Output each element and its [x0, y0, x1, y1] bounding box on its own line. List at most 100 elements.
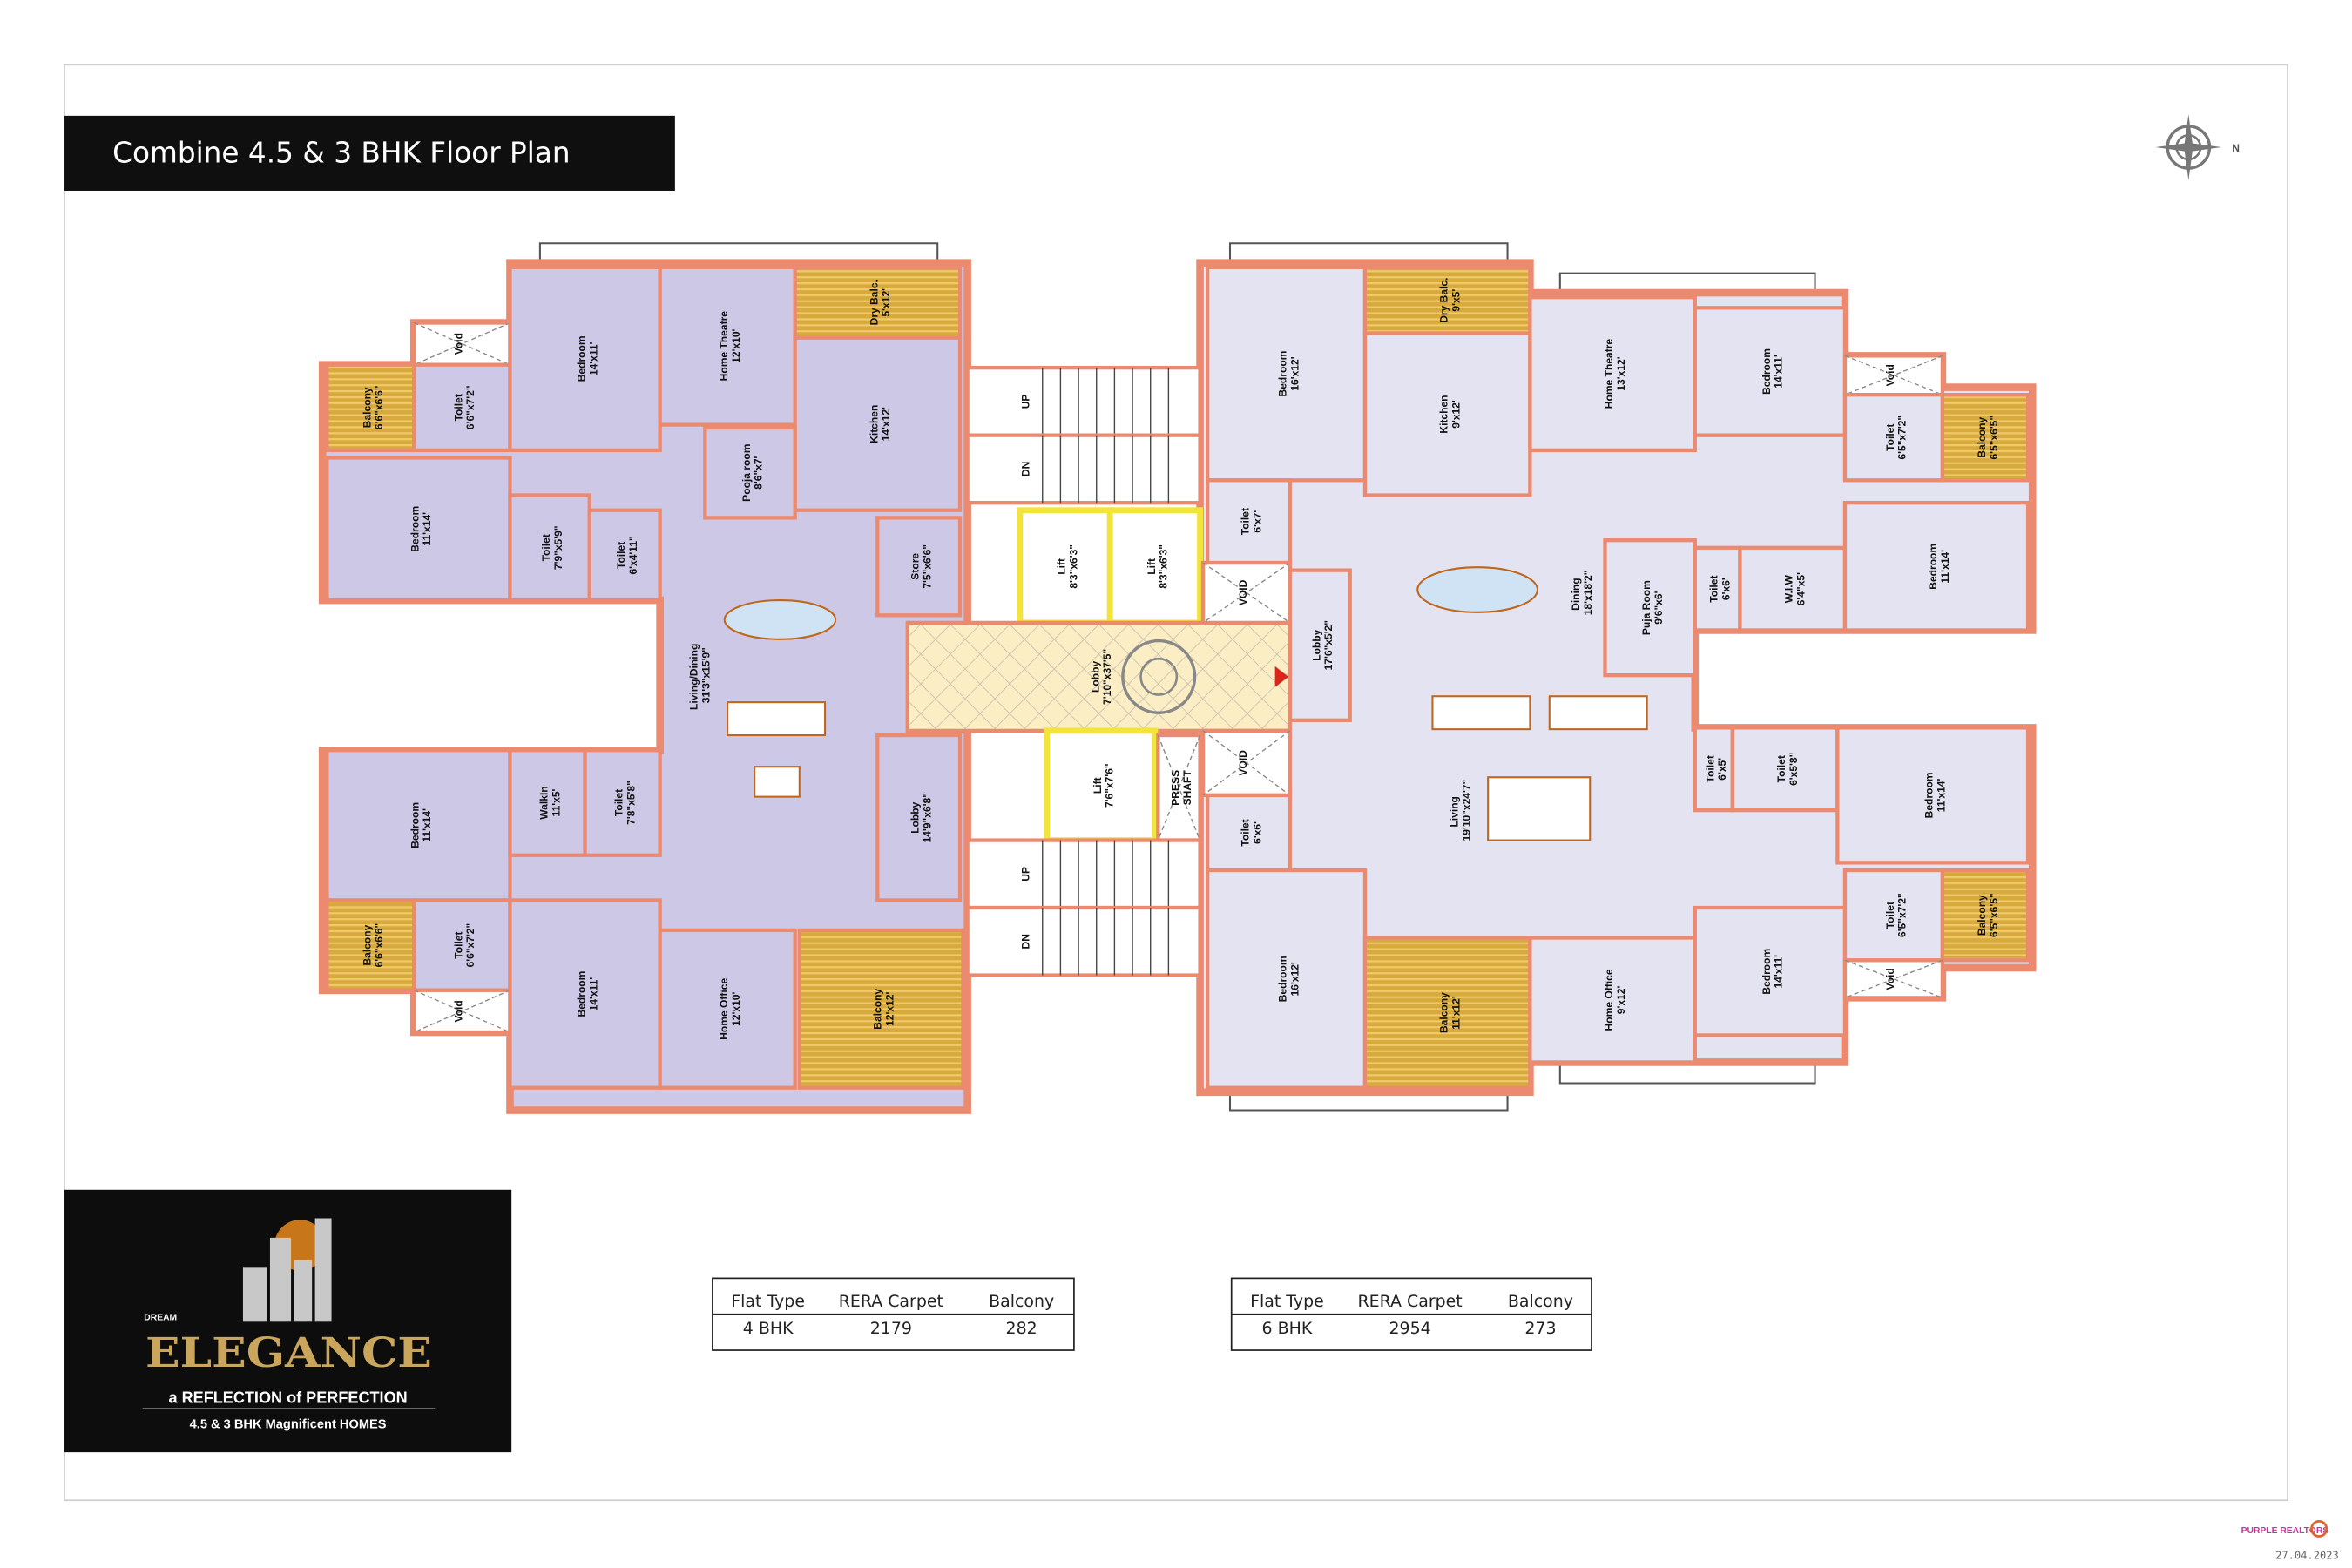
room: Toilet7'9"x5'9"	[508, 493, 591, 603]
room-size: 6'5"x6'5"	[1988, 893, 2000, 937]
room-label: Dry Balc.9'x5'	[1438, 278, 1463, 323]
stair-area	[965, 433, 1202, 505]
sofa-icon	[1548, 695, 1648, 731]
table-header: RERA Carpet	[839, 1292, 943, 1311]
room-size: 7'5"x6'6"	[921, 544, 933, 589]
room: Toilet6'x7'	[1206, 478, 1293, 565]
room: DN	[965, 905, 1202, 977]
dining-table-icon	[723, 599, 837, 640]
room-name: WalkIn	[538, 786, 551, 819]
room: Bedroom14'x11'	[508, 898, 662, 1090]
floor-plan: VoidBalcony6'6"x6'6"Toilet6'6"x7'2"Bedro…	[318, 242, 2037, 1114]
void-cross-icon	[1844, 355, 1943, 395]
room-label: UP	[1019, 867, 1031, 882]
room-area	[1603, 538, 1697, 678]
room-name: Void	[1884, 364, 1896, 386]
wood-area	[1362, 936, 1532, 1090]
room-area	[1206, 478, 1293, 565]
room-size: 14'9"x6'8"	[921, 793, 933, 842]
stair-area	[965, 905, 1202, 977]
room-size: 31'3"x15'9"	[700, 647, 712, 703]
room-name: VOID	[1237, 579, 1249, 605]
right-living-label: Living 19'10"x24'7"	[1449, 780, 1473, 841]
room: Kitchen9'x12'	[1362, 331, 1532, 497]
room: Void	[412, 321, 512, 367]
room-name: Balcony	[361, 387, 373, 428]
room: Bedroom14'x11'	[508, 265, 662, 453]
room: Lift8'3"x6'3"	[1017, 507, 1113, 626]
room-name: Toilet	[452, 394, 464, 421]
room: Dry Balc.5'x12'	[793, 265, 963, 340]
room-size: 7'10"x37'5"	[1101, 649, 1113, 705]
room-size: 11'x12'	[1450, 996, 1462, 1030]
room-label: Toilet6'x6'	[1240, 819, 1264, 846]
room-size: 6'6"x7'2"	[464, 385, 476, 429]
room-name: Bedroom	[1761, 949, 1773, 995]
room-name: Dining	[1570, 578, 1582, 610]
dining-table-icon	[1416, 566, 1539, 613]
room-label: Lobby14'9"x6'8"	[909, 793, 934, 842]
room: Bedroom16'x12'	[1206, 265, 1368, 483]
room: Void	[1842, 354, 1945, 397]
room-size: 7'8"x5'8"	[625, 781, 637, 825]
room: Lobby17'6"x5'2"	[1288, 568, 1352, 722]
room-name: Void	[452, 333, 464, 355]
room: Bedroom14'x11'	[1693, 905, 1848, 1037]
room-label: Void	[452, 1000, 464, 1022]
room-size: 11'x14'	[1939, 550, 1951, 584]
room: Home Theatre12'x10'	[658, 265, 797, 427]
room-area	[658, 265, 797, 427]
room-area	[508, 748, 587, 857]
room-label: Balcony6'6"x6'6"	[361, 923, 385, 968]
realtor-logo-text: PURPLE REALTORS	[2241, 1526, 2329, 1536]
table-cell: 273	[1524, 1319, 1556, 1338]
room-name: Home Theatre	[718, 311, 730, 382]
room-area	[1206, 793, 1293, 873]
room-area	[1738, 545, 1848, 632]
room-label: Home Office9'x12'	[1603, 969, 1627, 1031]
room-size: 6'x6'	[1720, 578, 1732, 600]
room-name: Lobby	[1089, 661, 1101, 693]
room: Balcony6'5"x6'5"	[1940, 868, 2031, 963]
right-dining-label: Dining 18'x18'2"	[1570, 571, 1594, 616]
room: Pooja room8'6"x7'	[703, 425, 797, 520]
room-label: PRESSSHAFT	[1169, 770, 1193, 806]
room: Bedroom11'x14'	[1842, 500, 2031, 632]
table-cell: 2179	[870, 1319, 912, 1338]
wood-area	[797, 928, 965, 1090]
room-name: Toilet	[1884, 424, 1896, 451]
room-name: DN	[1019, 934, 1031, 949]
room: W.I.W6'4"x5'	[1738, 545, 1848, 632]
room-label: Toilet7'8"x5'8"	[613, 781, 638, 825]
room-size: 18'x18'2"	[1582, 571, 1594, 616]
room-label: Toilet7'9"x5'9"	[540, 525, 564, 570]
room-size: 14'x11'	[1773, 355, 1785, 389]
room-name: Toilet	[613, 789, 625, 816]
void-cross-icon	[413, 990, 510, 1033]
room-label: Toilet6'x7'	[1240, 508, 1264, 535]
room-label: Pooja room8'6"x7'	[740, 444, 765, 502]
room: Void	[412, 988, 512, 1035]
room: Home Office12'x10'	[658, 928, 797, 1090]
room-label: DN	[1019, 462, 1031, 476]
room-name: Home Office	[718, 978, 730, 1040]
room-size: 6'6"x7'2"	[464, 923, 476, 968]
room-label: Balcony12'x12'	[872, 989, 896, 1030]
room: Bedroom11'x14'	[325, 748, 512, 902]
room-size: 7'6"x7'6"	[1104, 763, 1116, 808]
sofa-icon	[1431, 695, 1531, 731]
room: Toilet6'x6'	[1206, 793, 1293, 873]
room-label: Toilet6'6"x7'2"	[452, 923, 476, 968]
void-cross-icon	[1157, 734, 1201, 841]
room-name: DN	[1019, 462, 1031, 476]
room-size: 12'x10'	[730, 328, 742, 362]
room: WalkIn11'x5'	[508, 748, 587, 857]
room-area	[1288, 568, 1352, 722]
room-size: 16'x12'	[1288, 356, 1301, 390]
room-name: Dry Balc.	[868, 280, 880, 325]
room: Bedroom11'x14'	[325, 456, 512, 603]
room-area	[793, 335, 963, 512]
room-size: SHAFT	[1181, 770, 1193, 806]
